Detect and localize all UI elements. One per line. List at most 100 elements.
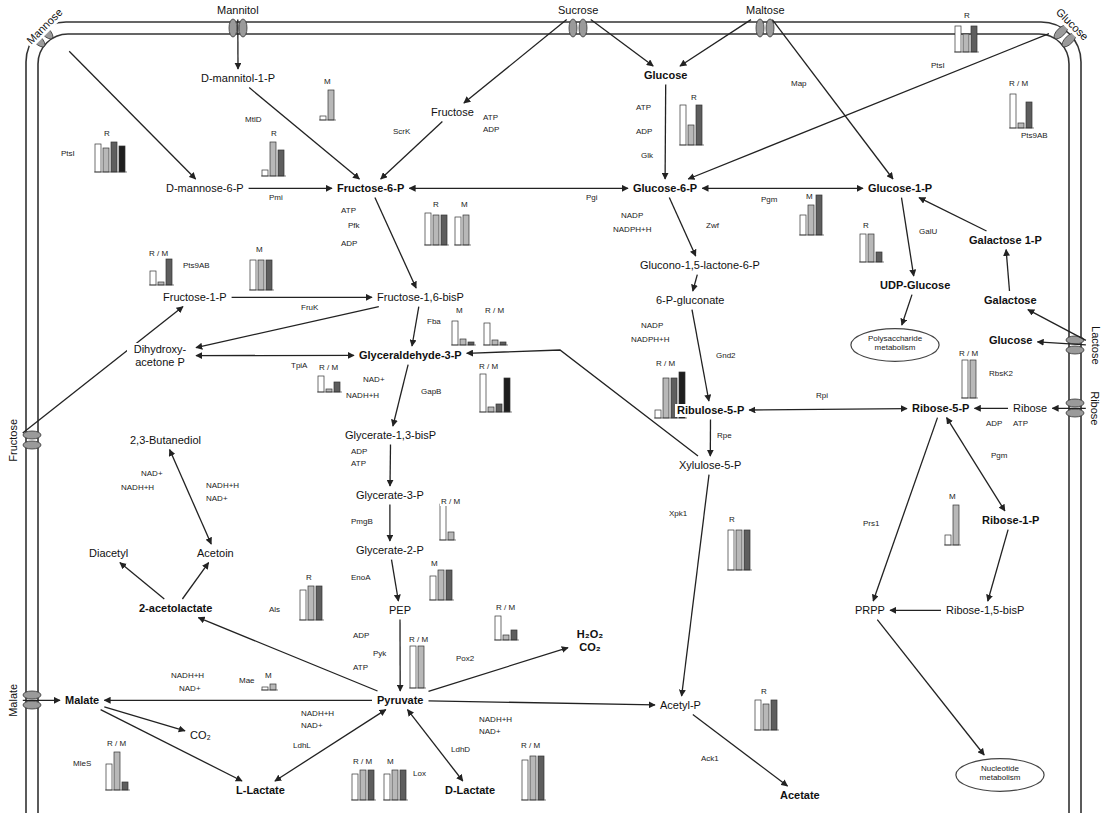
- expression-bar: [438, 570, 444, 600]
- expression-bar: [955, 26, 961, 52]
- enzyme-or-cofactor-label: Pmi: [268, 194, 284, 202]
- expression-bar: [468, 342, 474, 345]
- reaction-arrow: [429, 648, 569, 692]
- node-text: Dihydroxy- acetone P: [134, 343, 187, 368]
- condition-letter: R / M: [495, 604, 516, 612]
- reaction-arrow: [902, 295, 912, 325]
- expression-bar: [106, 764, 112, 790]
- bar-baseline: [479, 412, 512, 413]
- metabolite-label: Mannitol: [215, 4, 261, 17]
- expression-bar: [511, 630, 517, 640]
- node-text: Lactose: [1090, 326, 1102, 365]
- bar-baseline: [409, 688, 426, 689]
- enzyme-or-cofactor-label: Gnd2: [715, 352, 737, 360]
- metabolite-label: Malate: [63, 694, 101, 707]
- bar-baseline: [799, 235, 824, 236]
- transported-substrate: Glucose: [1052, 4, 1092, 44]
- condition-letter: R / M: [106, 740, 127, 748]
- enzyme-or-cofactor-label: Xpk1: [668, 510, 688, 518]
- transported-substrate: Malate: [7, 682, 20, 719]
- node-text: Glycerate-3-P: [356, 489, 424, 501]
- expression-bar: [480, 374, 486, 412]
- enzyme-or-cofactor-label: ATP: [352, 664, 369, 672]
- expression-bar: [963, 34, 969, 52]
- expression-bar: [334, 382, 340, 392]
- enzyme-or-cofactor-label: ADP: [635, 128, 653, 136]
- node-text: D-mannitol-1-P: [201, 72, 275, 84]
- expression-bar: [352, 774, 358, 800]
- bar-chart: [454, 215, 471, 245]
- node-text: PRPP: [855, 604, 885, 616]
- bar-baseline: [439, 540, 456, 541]
- expression-bar: [496, 404, 502, 412]
- metabolite-label: Fructose-1-P: [161, 291, 229, 304]
- expression-bar: [448, 532, 454, 540]
- reaction-arrow: [389, 445, 391, 486]
- metabolite-label: Sucrose: [556, 4, 600, 17]
- enzyme-or-cofactor-label: ATP: [635, 104, 652, 112]
- enzyme-or-cofactor-label: Pgm: [760, 196, 778, 204]
- node-text: Glucose: [644, 69, 687, 81]
- enzyme-or-cofactor-label: ScrK: [392, 128, 411, 136]
- metabolite-label: Fructose: [429, 106, 476, 119]
- expression-bar: [800, 215, 806, 235]
- enzyme-or-cofactor-label: Als: [268, 606, 281, 614]
- node-text: Glucose: [989, 334, 1032, 346]
- condition-letter: R: [862, 222, 870, 230]
- node-text: Galactose 1-P: [969, 234, 1042, 246]
- reaction-arrow: [1052, 408, 1086, 409]
- enzyme-or-cofactor-label: ATP: [350, 460, 367, 468]
- bar-baseline: [249, 290, 274, 291]
- node-text: Malate: [7, 684, 19, 717]
- condition-letter: R: [432, 201, 440, 209]
- bar-baseline: [1009, 128, 1034, 129]
- bar-baseline: [954, 52, 979, 53]
- enzyme-or-cofactor-label: PtsI: [60, 150, 76, 158]
- node-text: D-mannose-6-P: [166, 182, 244, 194]
- bar-chart: [105, 752, 130, 790]
- node-text: Mannose: [24, 6, 64, 46]
- reaction-arrow: [275, 710, 386, 781]
- bar-chart: [494, 616, 519, 640]
- enzyme-or-cofactor-label: NADH+H: [205, 482, 240, 490]
- reaction-arrow: [890, 610, 941, 611]
- metabolite-label: Fructose-6-P: [335, 182, 406, 195]
- enzyme-or-cofactor-label: NADH+H: [120, 484, 155, 492]
- reaction-arrow: [375, 198, 416, 288]
- enzyme-or-cofactor-label: TpiA: [290, 362, 308, 370]
- expression-bar: [270, 142, 276, 176]
- condition-letter: R / M: [478, 363, 499, 371]
- reaction-arrow: [873, 418, 937, 601]
- node-text: Maltose: [746, 4, 785, 16]
- condition-letter: R / M: [655, 360, 676, 368]
- metabolite-label: Glucono-1,5-lactone-6-P: [638, 259, 762, 272]
- expression-bar: [158, 282, 164, 285]
- enzyme-or-cofactor-label: Pgi: [585, 194, 599, 202]
- bar-chart: [479, 374, 512, 412]
- expression-bar: [808, 205, 814, 235]
- expression-bar: [441, 215, 447, 245]
- condition-letter: M: [948, 493, 957, 501]
- node-text: Malate: [65, 694, 99, 706]
- transported-substrate: Mannose: [23, 4, 67, 48]
- reaction-arrow: [692, 310, 709, 401]
- reaction-arrow: [688, 34, 1049, 179]
- reaction-arrow: [104, 707, 185, 731]
- bar-baseline: [654, 418, 687, 419]
- expression-bar: [433, 215, 439, 245]
- bar-chart: [261, 142, 286, 176]
- reaction-arrow: [1037, 342, 1086, 345]
- expression-bar: [114, 752, 120, 790]
- condition-letter: R / M: [958, 350, 979, 358]
- condition-letter: R / M: [520, 742, 541, 750]
- enzyme-or-cofactor-label: NADPH+H: [612, 226, 652, 234]
- condition-letter: M: [323, 78, 332, 86]
- reaction-arrow: [975, 408, 1009, 409]
- enzyme-or-cofactor-label: Map: [790, 80, 808, 88]
- expression-bar: [495, 616, 501, 640]
- bar-baseline: [94, 172, 127, 173]
- enzyme-or-cofactor-label: NAD+: [478, 728, 502, 736]
- reaction-arrow: [693, 715, 788, 786]
- node-text: Mannitol: [217, 4, 259, 16]
